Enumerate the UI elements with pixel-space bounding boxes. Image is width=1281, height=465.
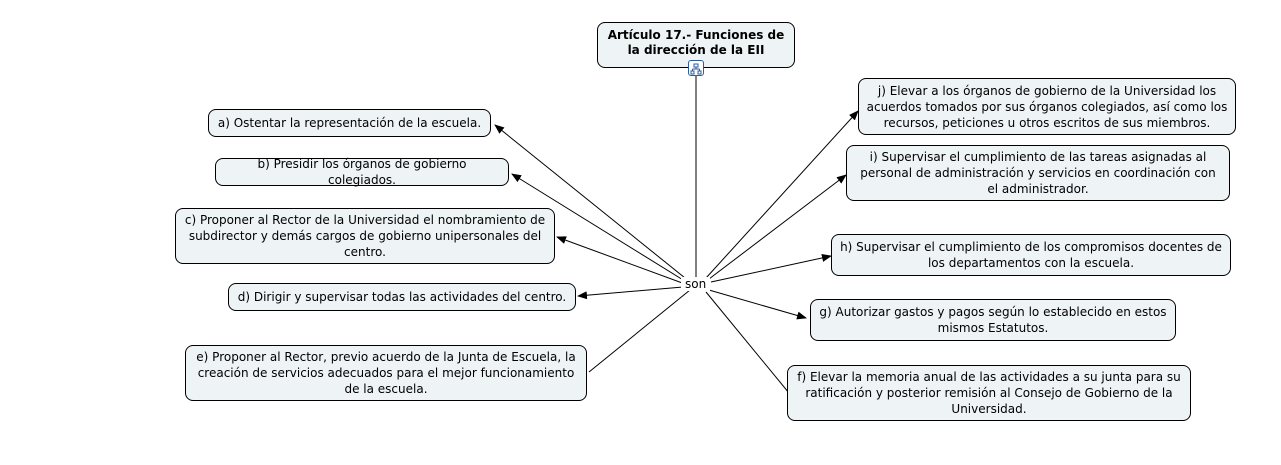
concept-c[interactable]: c) Proponer al Rector de la Universidad … <box>175 208 555 264</box>
arrow-to-b <box>511 173 689 284</box>
concept-j-text: j) Elevar a los órganos de gobierno de l… <box>866 83 1228 130</box>
concept-b[interactable]: b) Presidir los órganos de gobierno cole… <box>215 157 509 187</box>
concept-e[interactable]: e) Proponer al Rector, previo acuerdo de… <box>185 345 587 401</box>
linking-phrase[interactable]: son <box>681 277 711 291</box>
concept-d-text: d) Dirigir y supervisar todas las activi… <box>237 290 567 304</box>
concept-h-text: h) Supervisar el cumplimiento de los com… <box>840 240 1222 270</box>
concept-d[interactable]: d) Dirigir y supervisar todas las activi… <box>228 283 576 311</box>
concept-i-text: i) Supervisar el cumplimiento de las tar… <box>860 150 1216 196</box>
concept-e-text: e) Proponer al Rector, previo acuerdo de… <box>196 350 576 396</box>
concept-a[interactable]: a) Ostentar la representación de la escu… <box>208 109 491 137</box>
concept-f[interactable]: f) Elevar la memoria anual de las activi… <box>787 365 1191 421</box>
arrow-to-a <box>494 124 691 283</box>
concept-i[interactable]: i) Supervisar el cumplimiento de las tar… <box>846 145 1230 201</box>
arrow-to-d <box>577 286 684 300</box>
concept-b-text: b) Presidir los órganos de gobierno cole… <box>257 157 467 187</box>
arrow-to-f <box>705 291 790 394</box>
concept-c-text: c) Proponer al Rector de la Universidad … <box>184 213 546 259</box>
concept-g-text: g) Autorizar gastos y pagos según lo est… <box>819 305 1167 335</box>
concept-f-text: f) Elevar la memoria anual de las activi… <box>797 370 1181 416</box>
arrow-to-j <box>705 110 859 279</box>
line-to-e <box>588 289 691 373</box>
arrow-to-c <box>556 236 686 285</box>
concept-a-text: a) Ostentar la representación de la escu… <box>217 116 482 130</box>
concept-map-icon-glyph <box>690 63 702 75</box>
arrow-to-h <box>710 253 832 283</box>
arrow-to-i <box>708 174 847 280</box>
concept-j[interactable]: j) Elevar a los órganos de gobierno de l… <box>858 78 1236 135</box>
concept-map-icon[interactable] <box>688 60 704 76</box>
concept-h[interactable]: h) Supervisar el cumplimiento de los com… <box>831 234 1231 276</box>
arrow-to-g <box>708 289 807 320</box>
concept-g[interactable]: g) Autorizar gastos y pagos según lo est… <box>810 299 1176 341</box>
root-concept-text: Artículo 17.- Funciones de la dirección … <box>607 28 785 57</box>
